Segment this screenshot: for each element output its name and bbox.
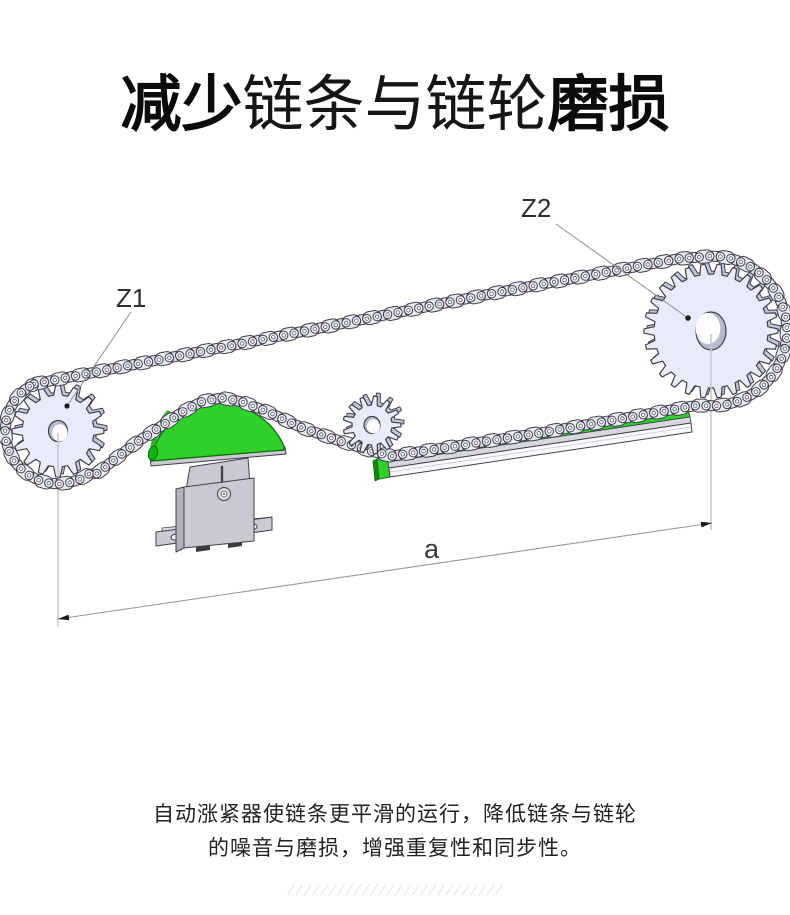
label-z2-large-sprocket: Z2 (521, 193, 552, 223)
title-emphasis-right: 磨损 (547, 69, 670, 138)
title-emphasis-left: 减少 (120, 69, 243, 138)
hatch-divider: ////////////////////////// (285, 883, 505, 898)
page-title: 减少链条与链轮磨损 (0, 69, 790, 139)
title-light-middle: 链条与链轮 (242, 69, 548, 138)
caption-line-1: 自动涨紧器使链条更平滑的运行，降低链条与链轮 (153, 803, 637, 826)
caption: 自动涨紧器使链条更平滑的运行，降低链条与链轮 的噪音与磨损，增强重复性和同步性。 (0, 798, 790, 866)
caption-line-2: 的噪音与磨损，增强重复性和同步性。 (208, 837, 582, 860)
label-center-distance-a: a (424, 534, 440, 564)
label-z1-small-sprocket: Z1 (116, 283, 147, 313)
